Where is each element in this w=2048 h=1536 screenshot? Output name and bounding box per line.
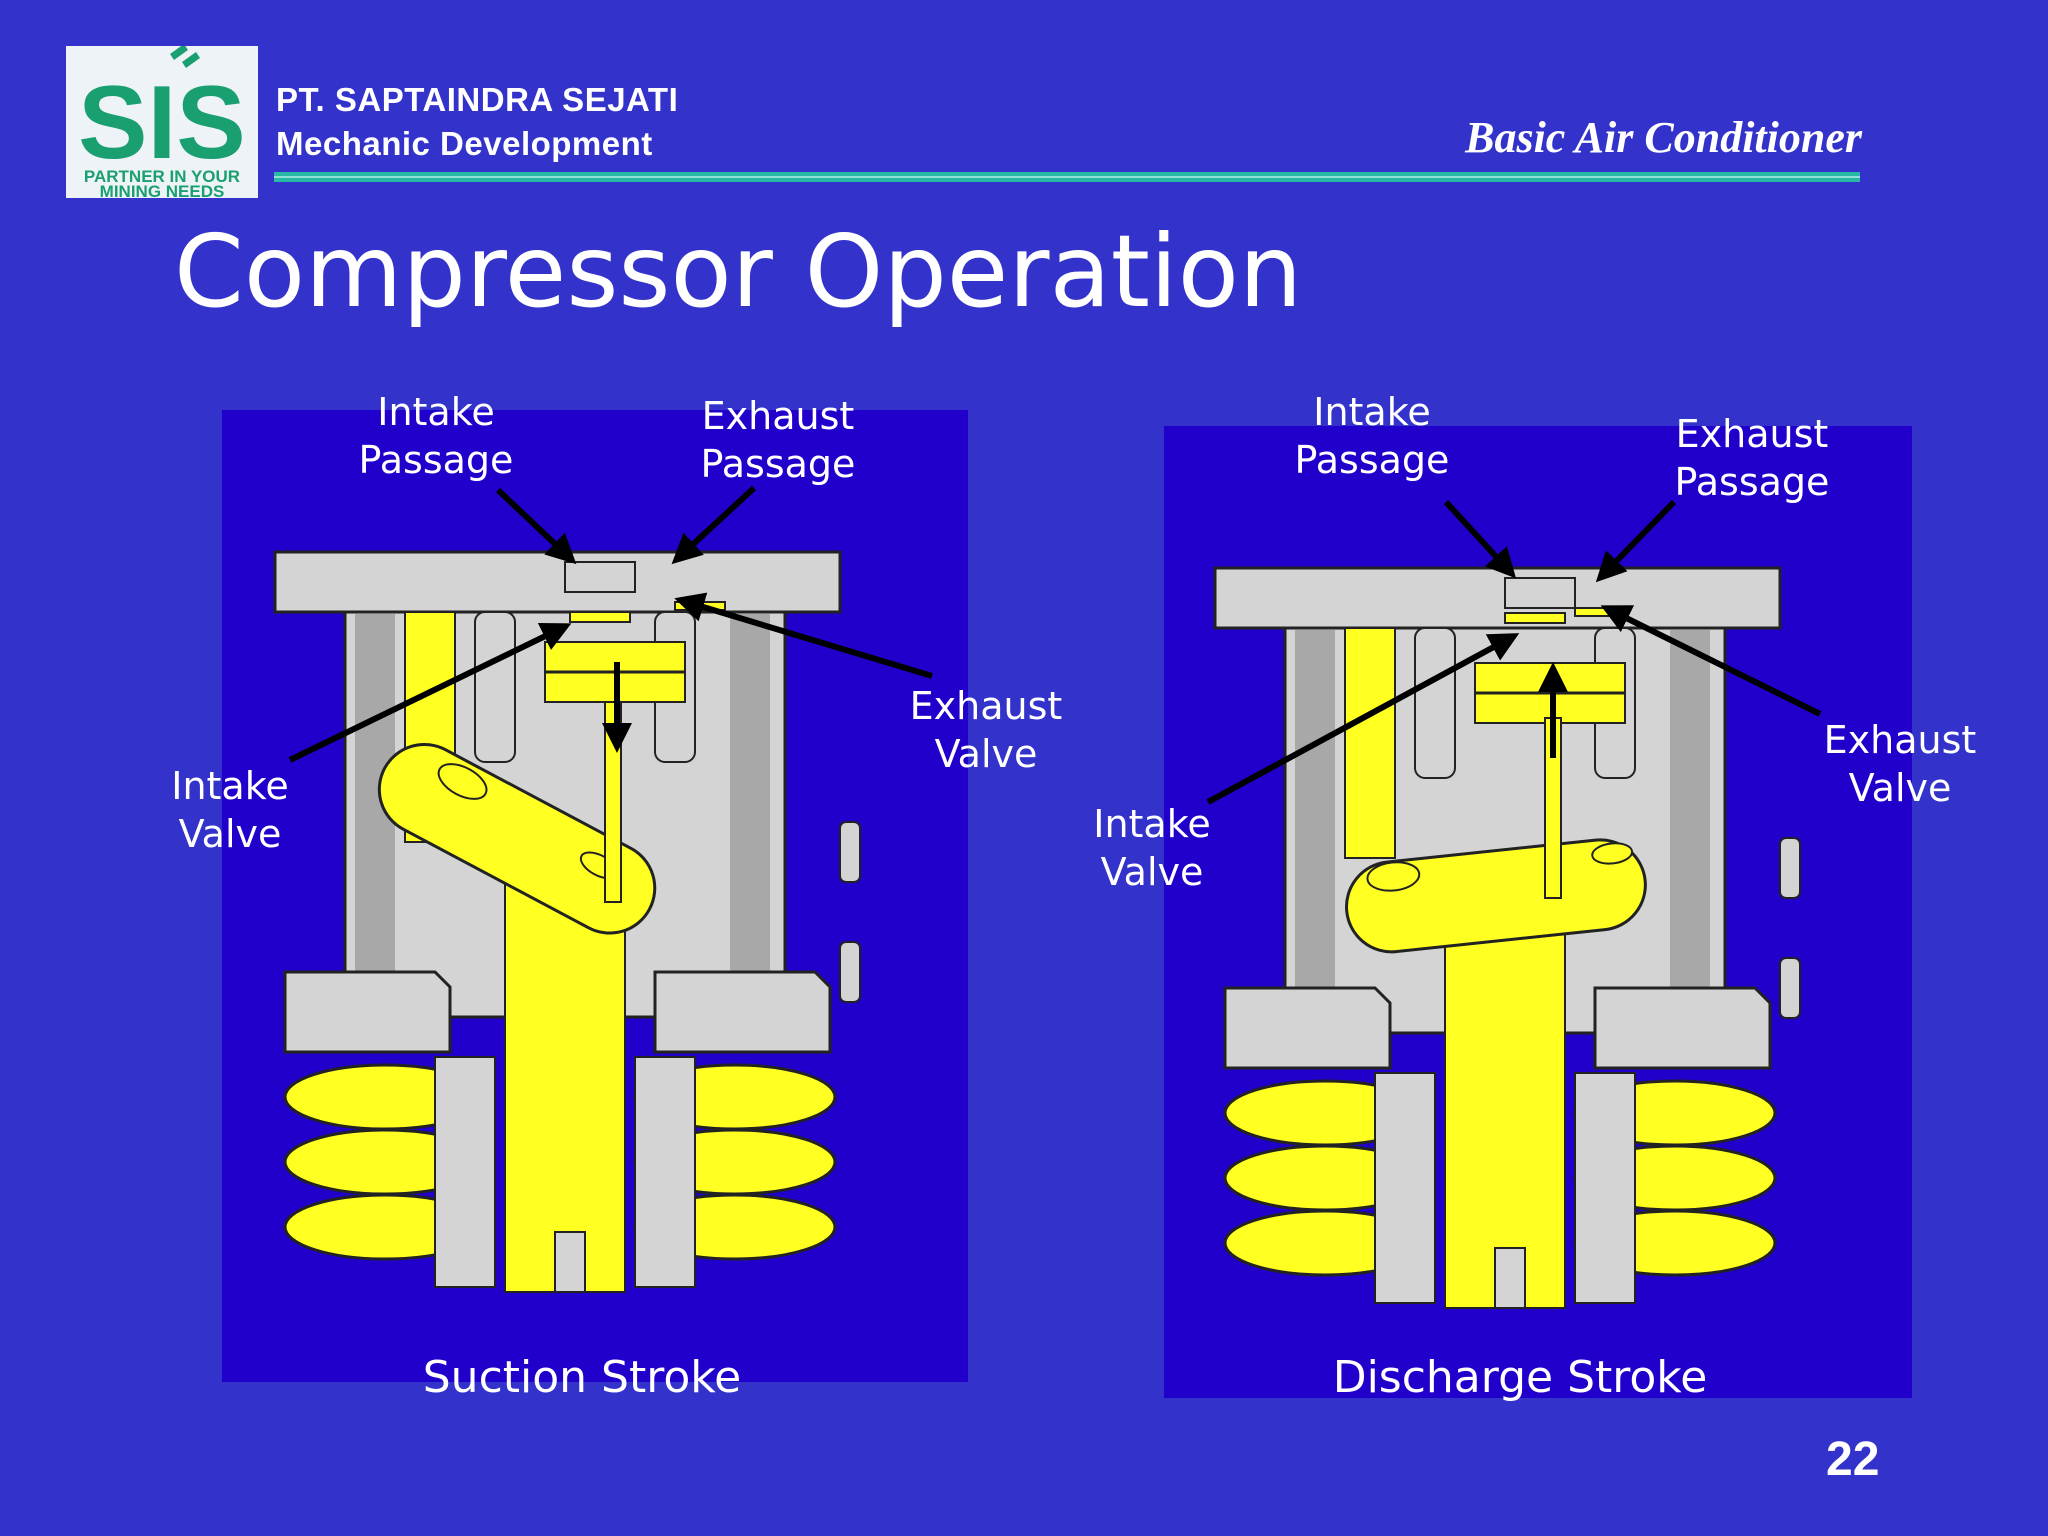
discharge-intake-valve-label: Intake Valve xyxy=(1093,802,1211,894)
company-logo: SIS PARTNER IN YOUR MINING NEEDS xyxy=(66,44,258,201)
department-name: Mechanic Development xyxy=(276,125,653,162)
company-name: PT. SAPTAINDRA SEJATI xyxy=(276,81,679,118)
suction-intake-valve-label: Intake Valve xyxy=(171,764,289,856)
suction-exhaust-valve-label: Exhaust Valve xyxy=(909,684,1063,776)
page-number: 22 xyxy=(1826,1433,1880,1486)
logo-tagline-2: MINING NEEDS xyxy=(100,182,225,198)
logo-tagline-1: PARTNER IN YOUR xyxy=(84,167,240,186)
discharge-intake-passage-label: Intake Passage xyxy=(1294,390,1450,482)
sis-logo-icon: SIS PARTNER IN YOUR MINING NEEDS xyxy=(66,44,258,201)
logo-letters: SIS xyxy=(78,65,246,181)
discharge-stroke-caption: Discharge Stroke xyxy=(1332,1352,1708,1403)
suction-stroke-caption: Suction Stroke xyxy=(422,1352,742,1403)
discharge-exhaust-passage-label: Exhaust Passage xyxy=(1674,412,1830,504)
suction-exhaust-passage-label: Exhaust Passage xyxy=(700,394,856,486)
discharge-exhaust-valve-label: Exhaust Valve xyxy=(1823,718,1977,810)
header-divider-highlight xyxy=(274,176,1860,178)
slide-title: Compressor Operation xyxy=(174,213,1303,330)
course-title: Basic Air Conditioner xyxy=(1465,113,1862,162)
suction-intake-passage-label: Intake Passage xyxy=(358,390,514,482)
company-block: PT. SAPTAINDRA SEJATI Mechanic Developme… xyxy=(276,78,678,166)
